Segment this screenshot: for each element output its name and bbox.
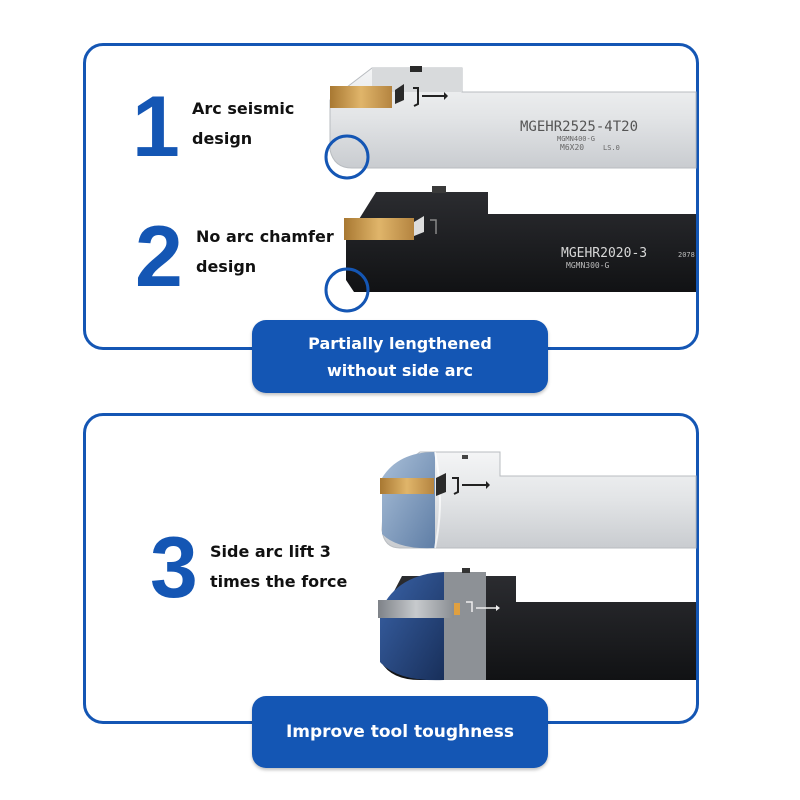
feature-label-1: Arc seismic design	[192, 94, 294, 154]
bottom-banner: Improve tool toughness	[252, 696, 548, 768]
step-number-3: 3	[150, 520, 198, 616]
black-model-marking: MGEHR2020-3	[561, 246, 647, 261]
silver-grooving-tool: MGEHR2525-4T20 MGMN400-G M6X20 LS.0	[324, 66, 697, 180]
silver-ls-marking: LS.0	[603, 144, 620, 152]
highlight-circle	[324, 134, 370, 180]
gold-insert	[380, 478, 434, 494]
gold-insert	[330, 86, 392, 108]
silver-screw-marking: M6X20	[560, 143, 584, 152]
black-insert-marking: MGMN300-G	[566, 261, 610, 270]
step-number-2: 2	[135, 209, 183, 305]
step-number-1: 1	[132, 79, 180, 175]
grey-clamp-area	[444, 572, 486, 680]
banner-line: Partially lengthened	[308, 333, 492, 353]
feature-label-line: times the force	[210, 572, 348, 591]
banner-line: without side arc	[327, 360, 473, 380]
banner-text: Improve tool toughness	[285, 722, 515, 742]
grey-insert	[378, 600, 454, 618]
feature-label-line: Arc seismic	[192, 99, 295, 118]
blue-arc-face	[382, 452, 435, 549]
silver-side-arc-tool	[380, 451, 697, 549]
gold-insert	[344, 218, 414, 240]
highlight-circle	[324, 267, 370, 313]
feature-label-3: Side arc lift 3 times the force	[210, 537, 347, 597]
feature-label-line: design	[192, 129, 253, 148]
feature-label-2: No arc chamfer design	[196, 222, 334, 282]
feature-label-line: design	[196, 257, 257, 276]
top-banner: Partially lengthened without side arc	[252, 320, 548, 393]
feature-label-line: Side arc lift 3	[210, 542, 331, 561]
feature-label-line: No arc chamfer	[196, 227, 334, 246]
black-grooving-tool: MGEHR2020-3 MGMN300-G 2078	[324, 186, 696, 313]
blue-arc-face	[380, 572, 444, 681]
black-code-marking: 2078	[678, 251, 695, 259]
silver-model-marking: MGEHR2525-4T20	[520, 119, 638, 135]
black-side-arc-tool	[378, 568, 696, 681]
silver-insert-marking: MGMN400-G	[557, 135, 595, 143]
